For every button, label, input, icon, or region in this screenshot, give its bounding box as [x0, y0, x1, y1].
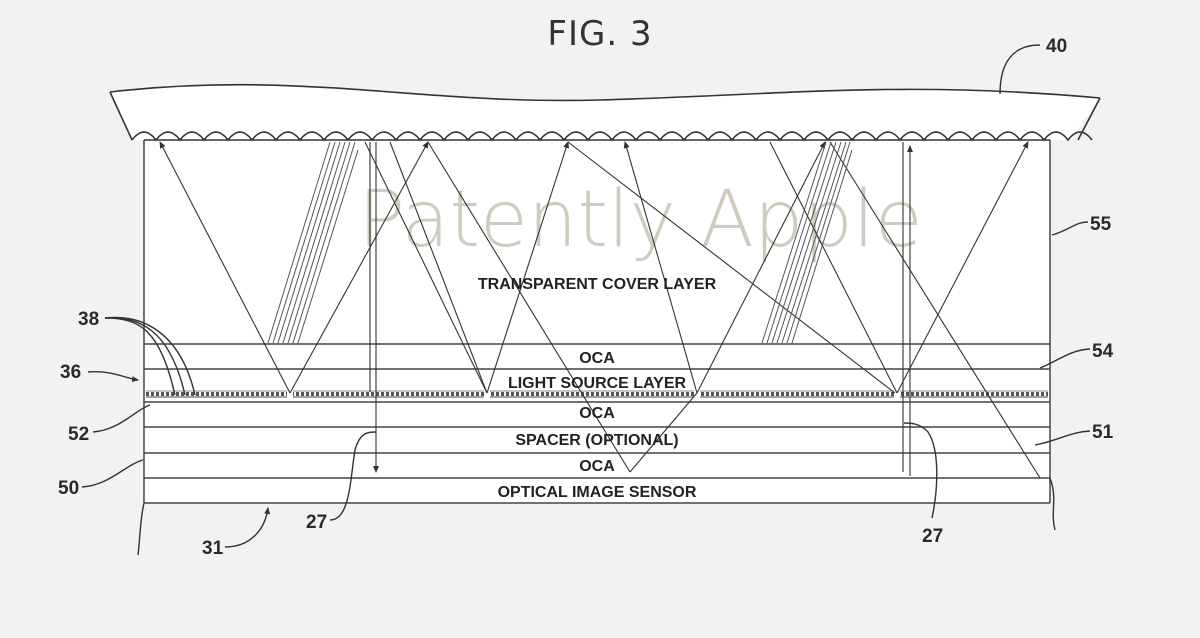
label-transparent-cover-layer: TRANSPARENT COVER LAYER: [478, 276, 717, 293]
watermark-text: Patently Apple: [358, 175, 923, 265]
layer-boundaries: [144, 343, 1050, 504]
ref-36: 36: [60, 362, 81, 383]
label-oca-middle: OCA: [579, 405, 615, 422]
label-light-source-layer: LIGHT SOURCE LAYER: [508, 375, 687, 392]
ref-52: 52: [68, 424, 89, 445]
light-rays: [159, 141, 1041, 479]
ref-27-right: 27: [922, 526, 943, 547]
hatched-bundle-right: [761, 141, 853, 344]
label-oca-bottom: OCA: [579, 458, 615, 475]
ref-31: 31: [202, 538, 224, 559]
ref-55: 55: [1090, 214, 1112, 235]
finger-shape: [109, 83, 1101, 142]
ref-51: 51: [1092, 422, 1114, 443]
ref-54: 54: [1092, 341, 1114, 362]
ref-50: 50: [58, 478, 79, 499]
ref-40: 40: [1046, 36, 1067, 57]
ref-27-left: 27: [306, 512, 327, 533]
layer-labels: TRANSPARENT COVER LAYER OCA LIGHT SOURCE…: [478, 276, 717, 501]
label-oca-top: OCA: [579, 350, 615, 367]
light-source-elements: [146, 389, 1048, 399]
reference-numerals: 40 55 54 38 36 52 51 50 31 27 27: [58, 36, 1114, 559]
leader-lines: [81, 44, 1091, 556]
label-spacer: SPACER (OPTIONAL): [515, 432, 678, 449]
hatched-bundle-left: [267, 141, 359, 344]
label-optical-image-sensor: OPTICAL IMAGE SENSOR: [498, 484, 697, 501]
ref-38: 38: [78, 309, 99, 330]
figure-title: FIG. 3: [547, 14, 653, 54]
